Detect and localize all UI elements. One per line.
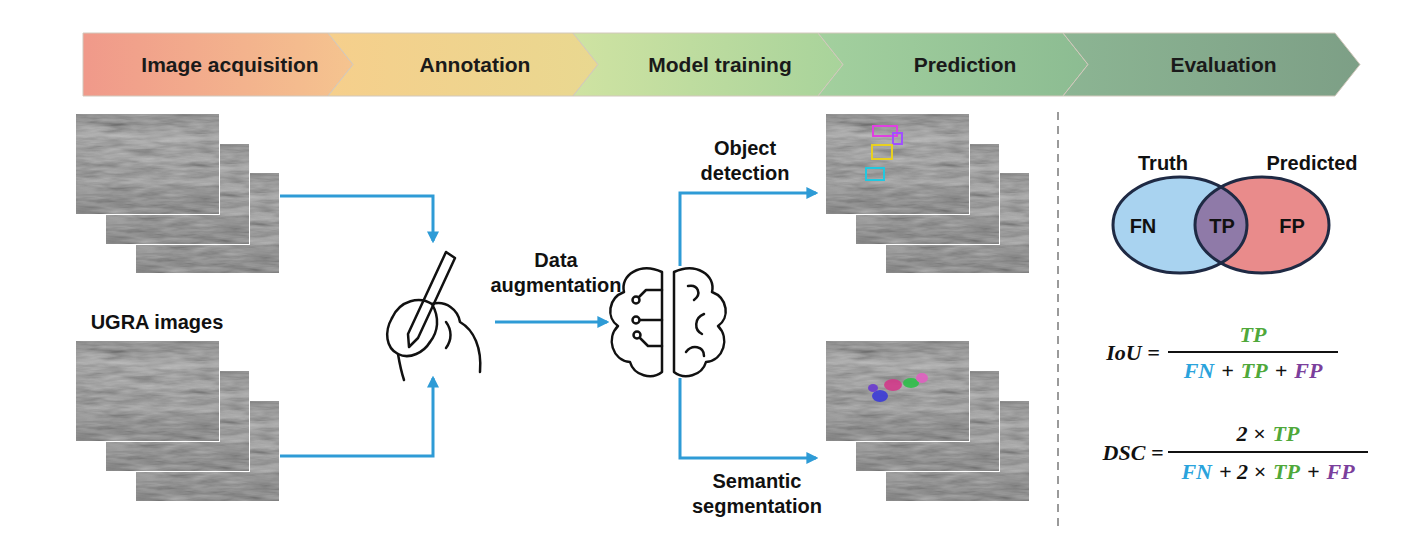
venn-region-label: FP [1279,214,1305,239]
chevron-outline [83,33,353,96]
formula-term: TP [1273,459,1300,485]
fraction-bar [1168,451,1368,453]
ultrasound-stack [825,340,1030,502]
formula-row: FN+TP+FP [1184,358,1323,384]
stage-chevron: Model training [573,33,843,96]
formula-term: TP [1240,322,1267,348]
formula-term: FN [1184,358,1215,384]
formula-term: + [1221,358,1234,384]
hand-pen-icon [387,252,480,380]
output-label: Object detection [685,136,805,186]
stage-chevron: Evaluation [1063,33,1360,96]
stage-label: Prediction [914,53,1017,77]
output-label: Semantic segmentation [682,469,832,519]
formula-term: + [1307,459,1320,485]
chevron-outline [818,33,1088,96]
chevron-outline [1063,33,1360,96]
flow-arrow [280,193,816,458]
divider-line [1057,112,1059,532]
formula-row: 2 × TP [1237,421,1300,447]
ultrasound-stack [825,113,1030,274]
formula-term: FP [1294,358,1322,384]
stage-label: Model training [648,53,792,77]
formula-term: + 2 × [1219,459,1266,485]
formula-term: FP [1326,459,1354,485]
venn-region-label: FN [1130,214,1157,239]
ultrasound-stack [75,113,280,274]
stage-label: Evaluation [1170,53,1276,77]
formula-term: 2 × [1237,421,1266,447]
formula-name: DSC = [1103,439,1164,467]
formula-term: TP [1273,421,1300,447]
chevron-outline [328,33,598,96]
formula-row: FN + 2 × TP +FP [1181,459,1354,485]
stage-label: Image acquisition [141,53,318,77]
stage-chevron: Prediction [818,33,1088,96]
formula-term: + [1275,358,1288,384]
venn-label: Predicted [1266,151,1357,176]
ultrasound-stack [75,340,280,502]
chevron-outline [573,33,843,96]
step-label: Data augmentation [481,248,631,298]
formula-row: TP [1240,322,1267,348]
venn-label: Truth [1138,151,1188,176]
fraction-bar [1168,351,1338,353]
stage-chevron: Image acquisition [83,33,353,96]
brain-icon [610,269,725,377]
image-set-label: UGRA images [91,310,224,335]
stage-label: Annotation [420,53,531,77]
formula-term: FN [1181,459,1212,485]
venn-region-label: TP [1209,214,1235,239]
venn-diagram [1113,177,1329,273]
stage-chevron: Annotation [328,33,598,96]
formula-term: TP [1241,358,1268,384]
formula-name: IoU = [1106,339,1160,367]
